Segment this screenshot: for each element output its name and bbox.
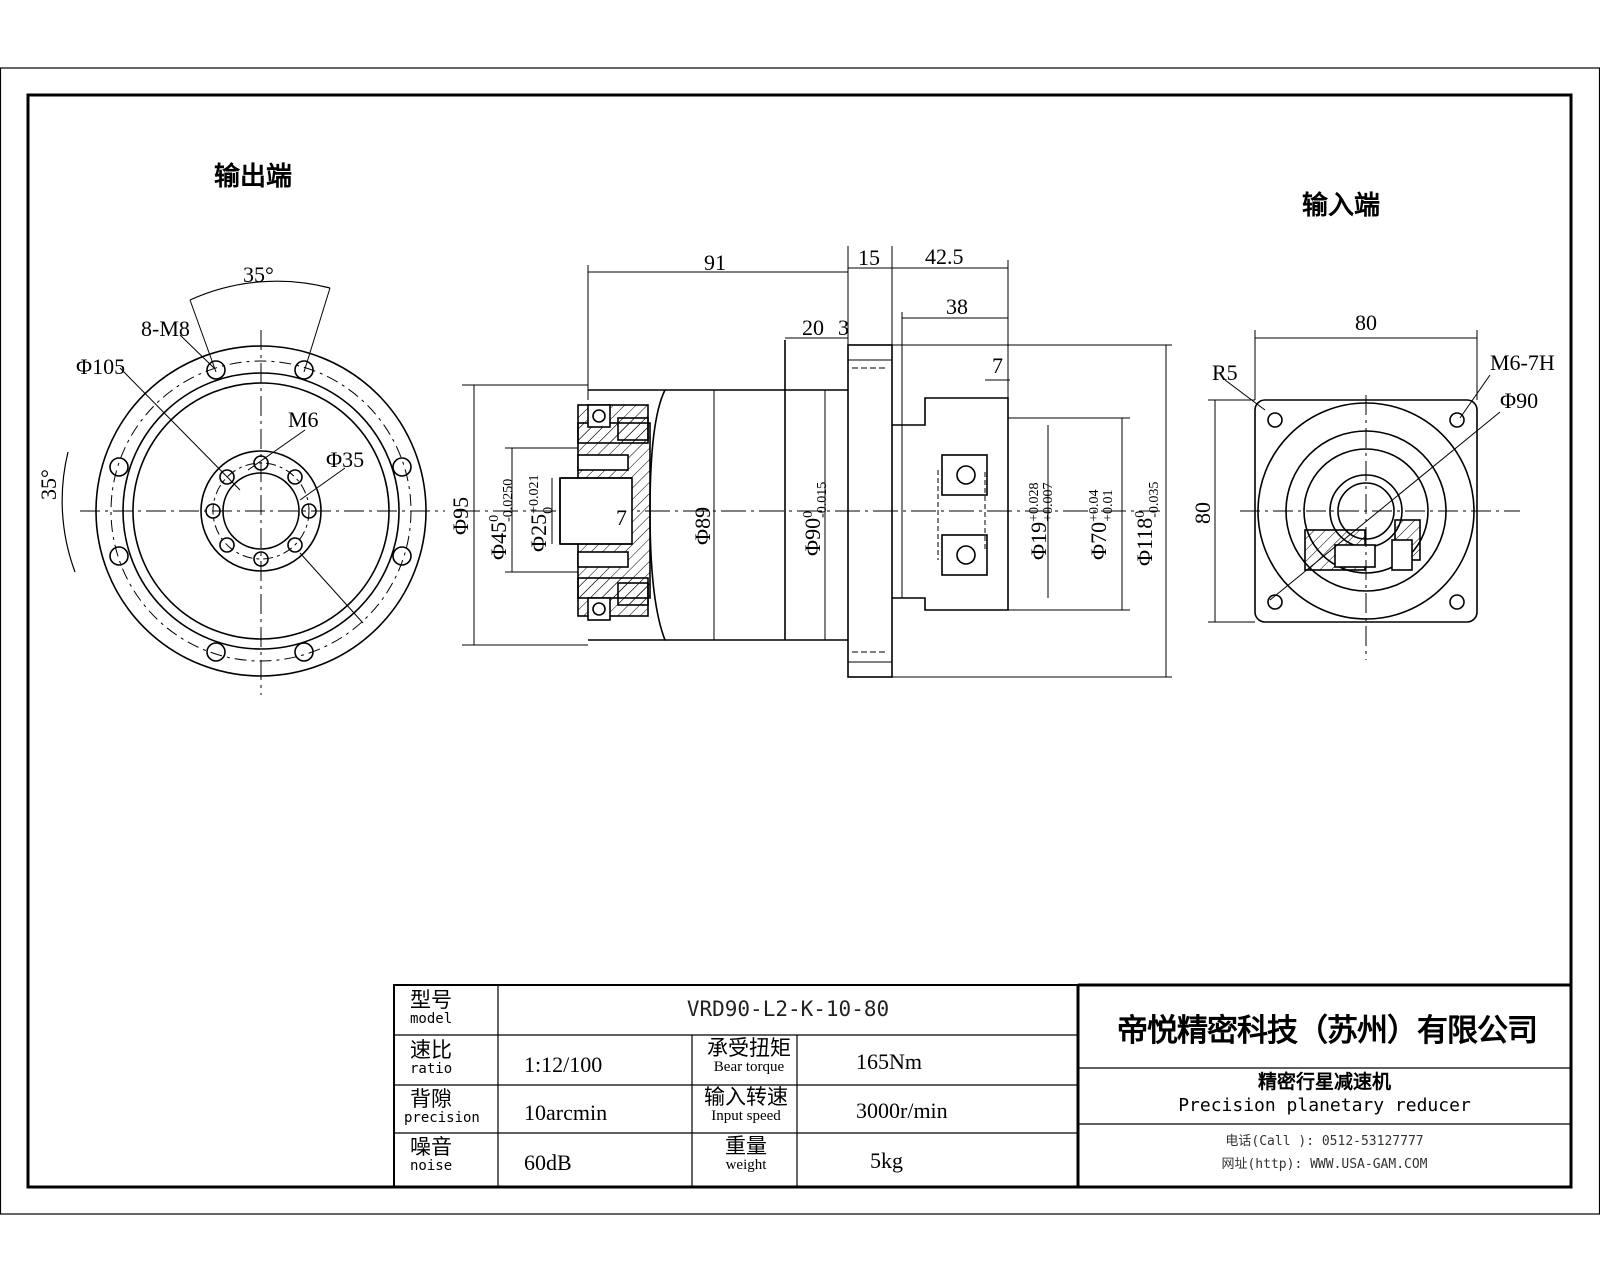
company-name: 帝悦精密科技（苏州）有限公司 xyxy=(1117,1013,1538,1049)
speed-value: 3000r/min xyxy=(856,1098,948,1123)
product-name-cn: 精密行星减速机 xyxy=(1257,1071,1391,1093)
dim-15: 15 xyxy=(858,245,880,270)
dia-35-label: Φ35 xyxy=(326,447,365,472)
m6-7h-label: M6-7H xyxy=(1490,350,1555,375)
dim-38: 38 xyxy=(946,294,968,319)
speed-header: 输入转速 Input speed xyxy=(704,1085,788,1124)
precision-value: 10arcmin xyxy=(524,1100,608,1125)
side-view xyxy=(455,246,1172,678)
dia-105-label: Φ105 xyxy=(76,354,126,379)
company-web: 网址(http): WWW.USA-GAM.COM xyxy=(1221,1157,1428,1172)
dim-42-5: 42.5 xyxy=(925,244,964,269)
dim-91: 91 xyxy=(704,250,726,275)
angle-left-dim: 35° xyxy=(36,469,61,500)
company-block: 帝悦精密科技（苏州）有限公司 精密行星减速机 Precision planeta… xyxy=(1078,985,1571,1187)
weight-value: 5kg xyxy=(870,1148,903,1173)
dim-80-top: 80 xyxy=(1355,310,1377,335)
dia-90-input-label: Φ90 xyxy=(1500,388,1539,413)
model-value: VRD90-L2-K-10-80 xyxy=(686,997,890,1021)
spec-table: 型号 model VRD90-L2-K-10-80 速比 ratio 1:12/… xyxy=(394,985,1078,1187)
product-name-en: Precision planetary reducer xyxy=(1178,1095,1471,1116)
dim-7-top: 7 xyxy=(992,353,1003,378)
ratio-value: 1:12/100 xyxy=(524,1052,603,1077)
model-header: 型号 model xyxy=(410,988,453,1027)
precision-header: 背隙 precision xyxy=(404,1087,480,1126)
output-end-label: 输出端 xyxy=(214,162,293,192)
dia-70-dim: Φ70+0.04+0.01 xyxy=(1086,489,1116,561)
dia-89-dim: Φ89 xyxy=(690,506,715,545)
dim-3: 3 xyxy=(838,315,849,340)
input-end-view xyxy=(1208,330,1520,660)
dim-7-key: 7 xyxy=(616,505,627,530)
dim-20: 20 xyxy=(802,315,824,340)
ratio-header: 速比 ratio xyxy=(410,1038,453,1077)
dia-19-dim: Φ19+0.028+0.007 xyxy=(1026,482,1056,561)
dim-80-left: 80 xyxy=(1190,502,1215,524)
title-block-grid xyxy=(393,983,1572,1188)
angle-top-dim: 35° xyxy=(243,262,274,287)
noise-value: 60dB xyxy=(524,1150,572,1175)
torque-value: 165Nm xyxy=(856,1049,922,1074)
noise-header: 噪音 noise xyxy=(410,1135,453,1174)
torque-header: 承受扭矩 Bear torque xyxy=(707,1036,791,1075)
company-phone: 电话(Call ): 0512-53127777 xyxy=(1225,1134,1424,1149)
dia-95-dim: Φ95 xyxy=(448,496,473,535)
holes-label: 8-M8 xyxy=(141,316,190,341)
r5-label: R5 xyxy=(1212,360,1238,385)
output-end-view xyxy=(61,280,445,695)
input-end-label: 输入端 xyxy=(1302,191,1381,221)
weight-header: 重量 weight xyxy=(725,1134,767,1173)
m6-label: M6 xyxy=(288,407,319,432)
